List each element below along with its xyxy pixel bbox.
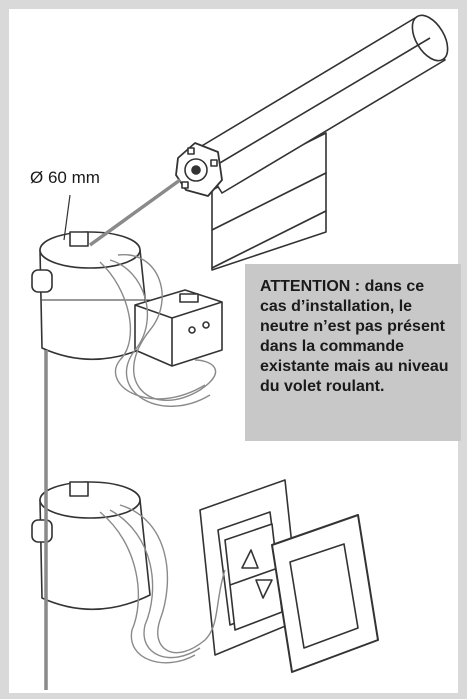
lower-mounting-box-icon [31, 481, 151, 611]
shutter-slats-icon [211, 132, 327, 271]
cover-frame-icon [271, 514, 379, 673]
dimension-leader-icon [63, 194, 71, 241]
roller-tube-icon [175, 14, 449, 197]
conduit-icon [44, 178, 182, 690]
up-down-rocker-icon [224, 523, 283, 631]
diameter-label: Ø 60 mm [30, 168, 100, 187]
warning-text: ATTENTION : dans ce cas d’installation, … [260, 278, 449, 395]
wires-icon [99, 254, 226, 664]
receiver-module-icon [134, 289, 223, 367]
warning-box: ATTENTION : dans ce cas d’installation, … [245, 264, 461, 441]
upper-mounting-box-icon [31, 231, 151, 361]
